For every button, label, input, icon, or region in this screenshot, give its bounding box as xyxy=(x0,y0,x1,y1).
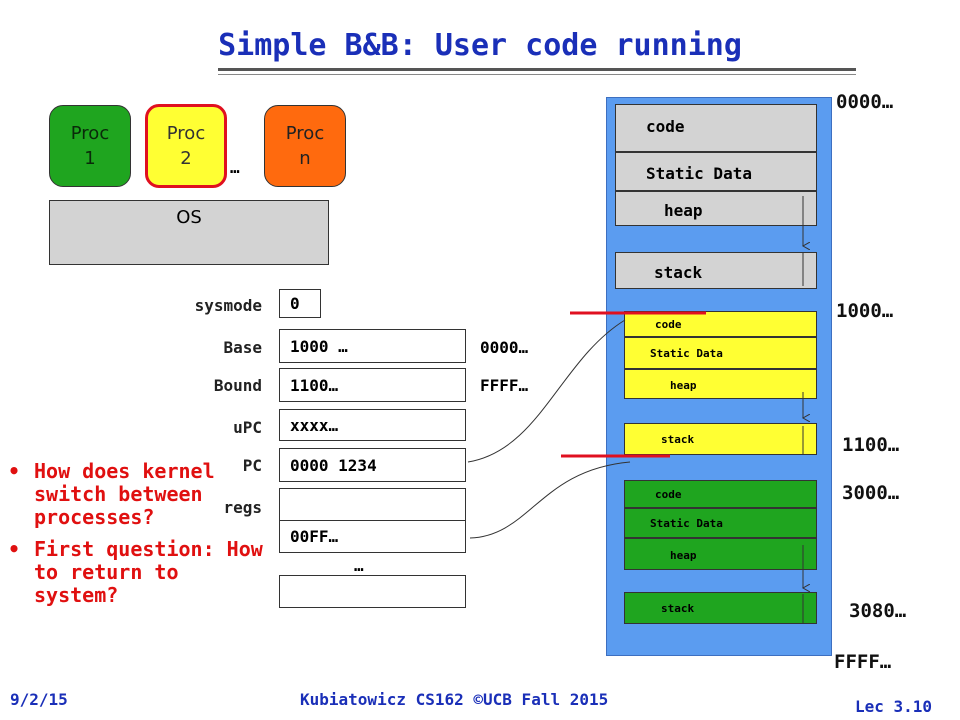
proc1-heap-label: heap xyxy=(670,549,697,562)
reg-pc-label: PC xyxy=(242,456,262,475)
reg-upc-box: xxxx… xyxy=(279,409,466,441)
addr-3000: 3000… xyxy=(842,482,900,504)
addr-ffff: FFFF… xyxy=(834,651,892,673)
os-heap-seg: heap xyxy=(615,191,817,226)
proc-ellipsis: … xyxy=(230,158,240,177)
addr-0000: 0000… xyxy=(836,91,894,113)
bullet-item: • First question: How to return to syste… xyxy=(8,538,268,607)
addr-3080: 3080… xyxy=(849,600,907,622)
proc-1-label: Proc 1 xyxy=(70,122,110,169)
title-rule xyxy=(218,68,856,71)
os-stack-seg: stack xyxy=(615,252,817,289)
os-box: OS xyxy=(49,200,329,265)
proc2-code-seg: code xyxy=(624,311,817,337)
reg-regs-value-2: 00FF… xyxy=(290,527,339,546)
pc-connector-curve xyxy=(467,319,626,463)
regs-connector-curve xyxy=(469,461,631,539)
reg-upc-value: xxxx… xyxy=(290,415,339,435)
os-stack-label: stack xyxy=(654,263,703,282)
bullet-list: • How does kernel switch between process… xyxy=(8,460,268,616)
proc1-static-label: Static Data xyxy=(650,517,723,530)
proc2-code-label: code xyxy=(655,318,682,331)
proc-n-box: Proc n xyxy=(264,105,346,187)
proc2-stack-label: stack xyxy=(661,433,695,446)
os-code-seg: code xyxy=(615,104,817,152)
reg-sysmode-box: 0 xyxy=(279,289,321,318)
reg-sysmode-label: sysmode xyxy=(194,296,262,315)
reg-bound-label: Bound xyxy=(213,376,262,395)
reg-base-value: 1000 … xyxy=(290,336,348,356)
reg-regs-box-3 xyxy=(279,575,466,608)
reg-base-label: Base xyxy=(223,338,262,357)
proc2-heap-label: heap xyxy=(670,379,697,392)
proc-2-label: Proc 2 xyxy=(166,122,206,169)
title-rule-thin xyxy=(218,74,856,75)
reg-pc-value: 0000 1234 xyxy=(290,455,377,475)
bullet-dot-icon: • xyxy=(8,537,21,561)
footer-center: Kubiatowicz CS162 ©UCB Fall 2015 xyxy=(300,690,609,709)
reg-regs-box-2: 00FF… xyxy=(279,520,466,553)
proc1-stack-label: stack xyxy=(661,602,695,615)
proc-1-box: Proc 1 xyxy=(49,105,131,187)
bullet-dot-icon: • xyxy=(8,459,21,483)
reg-pc-box: 0000 1234 xyxy=(279,448,466,482)
reg-sysmode-value: 0 xyxy=(290,294,300,313)
os-static-seg: Static Data xyxy=(615,152,817,191)
reg-regs-label: regs xyxy=(223,498,262,517)
proc-2-box: Proc 2 xyxy=(145,104,227,188)
proc1-stack-seg: stack xyxy=(624,592,817,624)
os-label: OS xyxy=(176,207,202,228)
addr-1100: 1100… xyxy=(842,434,900,456)
os-code-label: code xyxy=(646,117,685,136)
proc-n-label: Proc n xyxy=(285,122,325,169)
footer-date: 9/2/15 xyxy=(10,690,68,709)
reg-bound-box: 1100… xyxy=(279,368,466,402)
slide-title: Simple B&B: User code running xyxy=(218,28,742,63)
footer-lec: Lec 3.10 xyxy=(855,697,933,716)
regs-ellipsis: … xyxy=(354,556,364,575)
reg-base-box: 1000 … xyxy=(279,329,466,363)
proc1-code-label: code xyxy=(655,488,682,501)
reg-upc-label: uPC xyxy=(233,418,262,437)
addr-1000: 1000… xyxy=(836,300,894,322)
proc2-static-seg: Static Data xyxy=(624,337,817,369)
bullet-item: • How does kernel switch between process… xyxy=(8,460,268,529)
proc2-stack-seg: stack xyxy=(624,423,817,455)
proc1-heap-seg: heap xyxy=(624,538,817,570)
proc2-heap-seg: heap xyxy=(624,369,817,399)
proc1-static-seg: Static Data xyxy=(624,508,817,538)
base-side-label: 0000… xyxy=(480,338,529,357)
bound-side-label: FFFF… xyxy=(480,376,529,395)
reg-bound-value: 1100… xyxy=(290,375,339,395)
bullet-text-1: How does kernel switch between processes… xyxy=(34,459,215,529)
bullet-text-2: First question: How to return to system? xyxy=(34,537,263,607)
os-static-label: Static Data xyxy=(646,164,752,183)
reg-regs-box-1 xyxy=(279,488,466,521)
proc1-code-seg: code xyxy=(624,480,817,508)
os-heap-label: heap xyxy=(664,201,703,220)
proc2-static-label: Static Data xyxy=(650,347,723,360)
